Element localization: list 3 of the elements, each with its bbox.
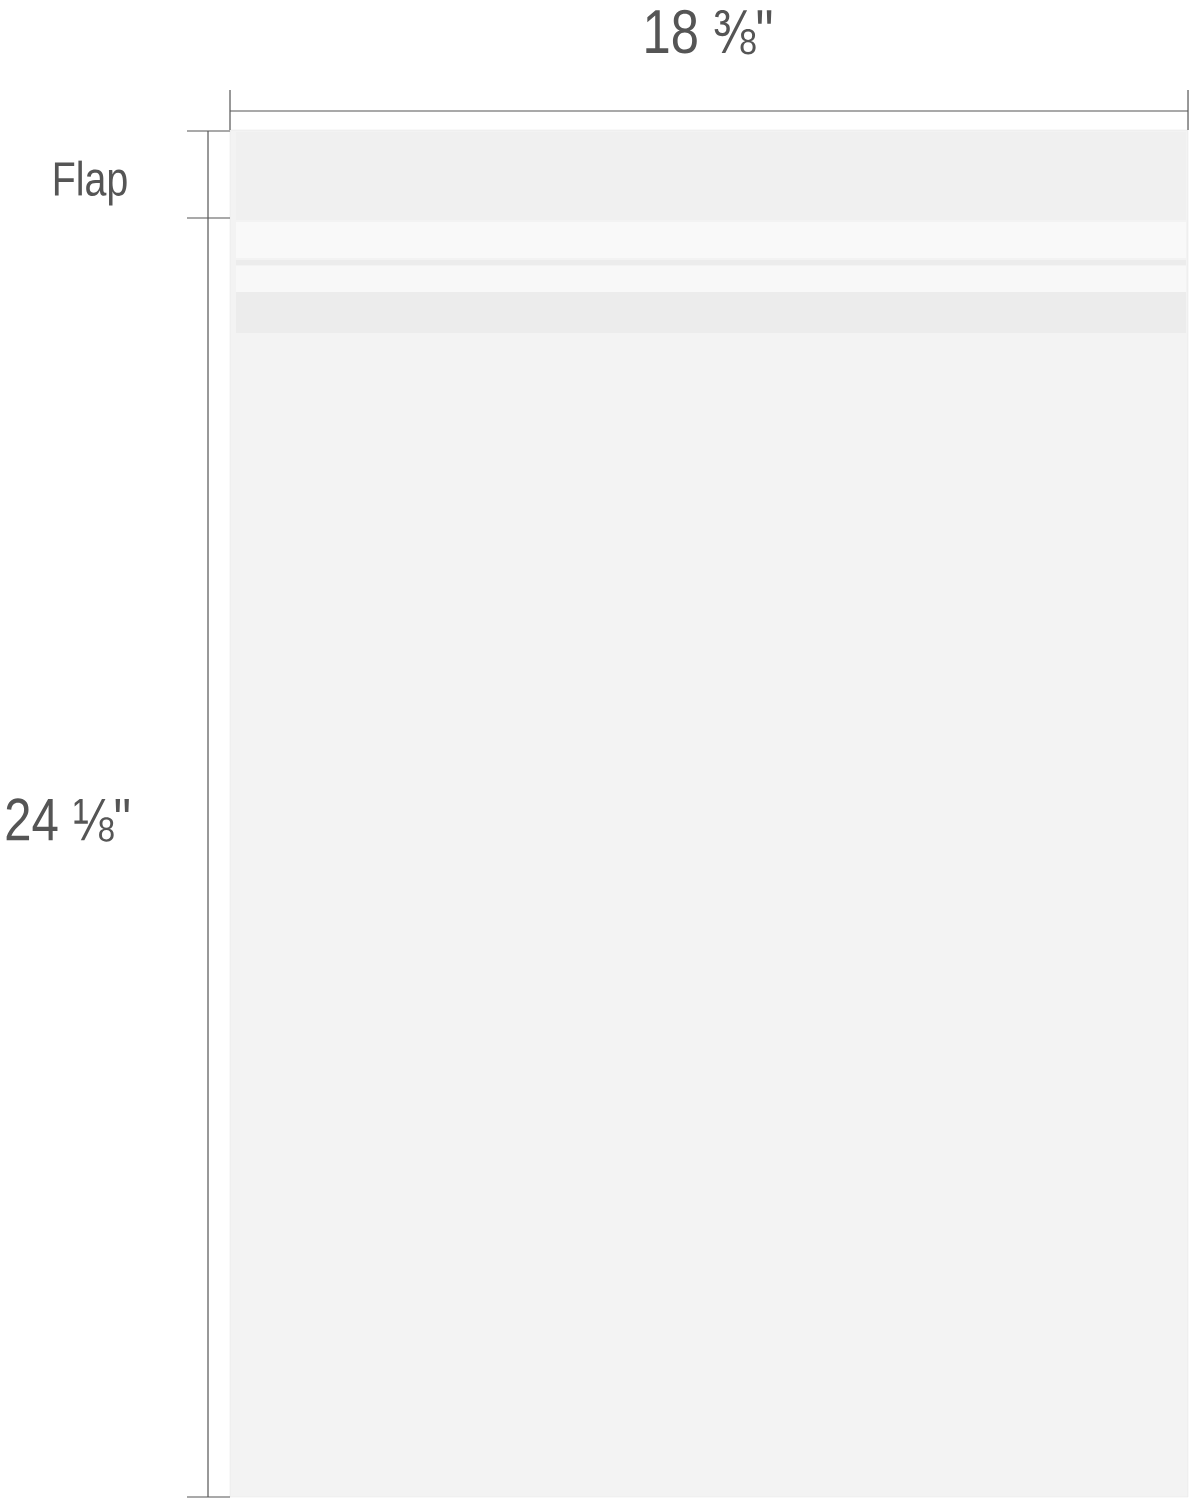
dimension-label: 24 ⅛" — [6, 798, 129, 842]
dimension-label: 18 ⅜" — [646, 9, 772, 55]
flap-label: Flap — [54, 160, 127, 206]
